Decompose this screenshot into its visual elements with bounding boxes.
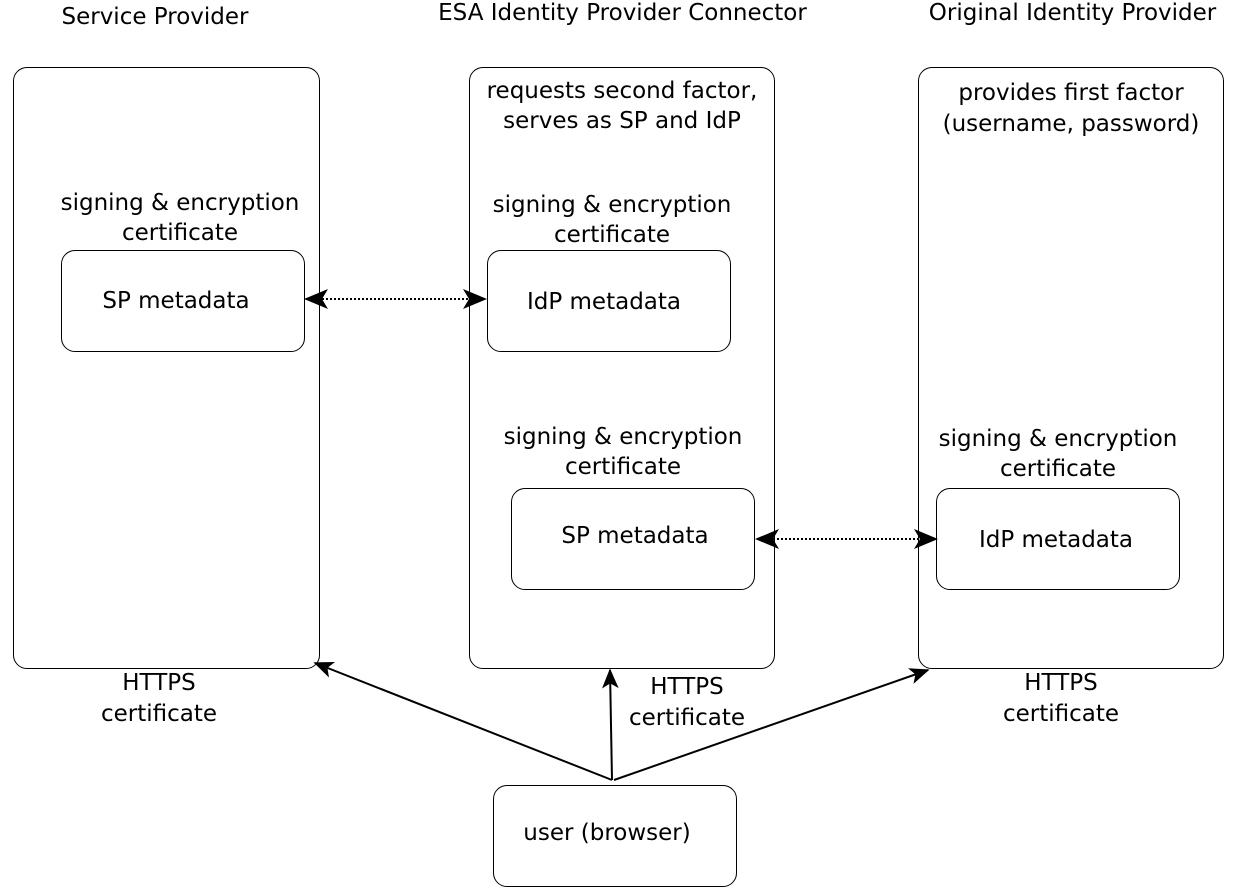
- connector-https-label-line-1: HTTPS: [650, 674, 724, 700]
- original-idp-metadata-label: IdP metadata: [978, 527, 1134, 553]
- connector-description-line-2: serves as SP and IdP: [503, 108, 741, 134]
- original-idp-title: Original Identity Provider: [928, 0, 1217, 26]
- sp-https-label-line-1: HTTPS: [122, 670, 196, 696]
- user-browser-label: user (browser): [523, 820, 691, 846]
- sp-cert-label-line-1: signing & encryption: [60, 190, 300, 216]
- original-idp-cert-label-line-2: certificate: [999, 456, 1117, 482]
- user-to-original-idp-arrow: [613, 668, 930, 781]
- connector-sp-cert-label-line-1: signing & encryption: [503, 424, 743, 450]
- connector-sp-metadata-label: SP metadata: [561, 523, 709, 549]
- user-browser-box: [493, 785, 737, 887]
- original-idp-https-label-line-2: certificate: [1002, 701, 1120, 727]
- sp-https-label-line-2: certificate: [100, 701, 218, 727]
- connector-idp-cert-label-line-2: certificate: [553, 222, 671, 248]
- original-idp-description-line-1: provides first factor: [958, 80, 1184, 106]
- service-provider-title: Service Provider: [61, 4, 249, 30]
- original-idp-metadata-box: [936, 488, 1180, 590]
- service-provider-box: [13, 67, 320, 669]
- user-to-connector-arrow: [602, 668, 619, 781]
- connector-idp-cert-label-line-1: signing & encryption: [492, 192, 732, 218]
- connector-sp-metadata-box: [511, 488, 755, 590]
- connector-title: ESA Identity Provider Connector: [438, 0, 807, 26]
- original-idp-cert-label-line-1: signing & encryption: [938, 426, 1178, 452]
- connector-description-line-1: requests second factor,: [486, 78, 758, 104]
- connector-https-label-line-2: certificate: [628, 705, 746, 731]
- connector-idp-metadata-box: [487, 250, 731, 352]
- connector-idp-metadata-label: IdP metadata: [526, 289, 682, 315]
- sp-metadata-label: SP metadata: [102, 288, 250, 314]
- sp-metadata-box: [61, 250, 305, 352]
- sp-cert-label-line-2: certificate: [121, 220, 239, 246]
- original-idp-description-line-2: (username, password): [942, 111, 1200, 137]
- original-idp-https-label-line-1: HTTPS: [1024, 670, 1098, 696]
- connector-sp-cert-label-line-2: certificate: [564, 454, 682, 480]
- user-to-service-provider-arrow: [313, 661, 613, 781]
